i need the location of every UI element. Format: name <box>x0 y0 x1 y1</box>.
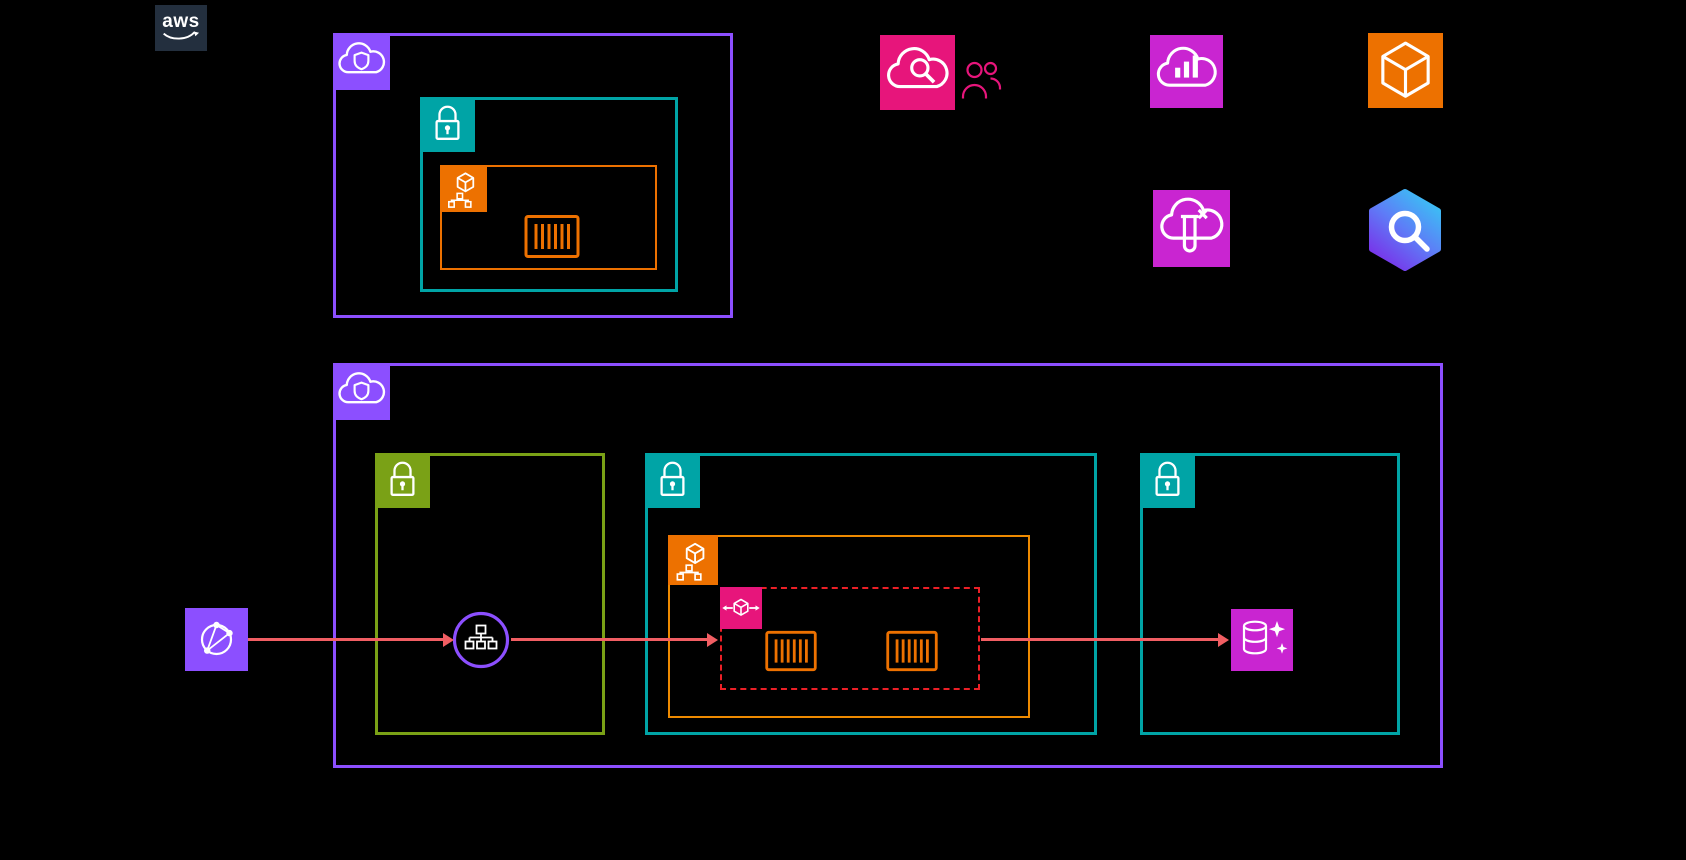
private-subnet-group-right <box>1140 453 1400 735</box>
ecs-service-group-top <box>440 165 657 270</box>
auto-scaling-icon <box>720 587 762 629</box>
arrow-service-to-database-head <box>1218 632 1229 647</box>
container-icon-2 <box>884 630 940 672</box>
aws-logo: aws <box>155 5 207 51</box>
cloud-chart-icon <box>1150 35 1223 108</box>
private-subnet-group-middle <box>645 453 1097 735</box>
ecs-service-icon-bottom <box>668 535 718 585</box>
vpc-icon-top <box>333 33 390 90</box>
cloud-search-icon <box>880 35 955 110</box>
q-badge-icon <box>1363 188 1447 272</box>
vpc-group-main <box>333 363 1443 768</box>
aws-logo-text: aws <box>162 11 200 32</box>
arrow-alb-to-service-head <box>707 632 718 647</box>
fault-injection-icon <box>1153 190 1230 267</box>
public-subnet-group <box>375 453 605 735</box>
private-subnet-lock-icon-top <box>420 97 475 152</box>
container-icon-top <box>524 214 580 259</box>
aws-smile-icon <box>163 31 200 40</box>
ecs-service-group-bottom <box>668 535 1030 718</box>
database-sparkle-icon <box>1231 609 1293 671</box>
arrow-internet-to-alb <box>248 638 443 641</box>
ecs-service-icon-top <box>440 165 487 212</box>
arrow-internet-to-alb-head <box>443 632 454 647</box>
users-icon <box>960 57 1005 107</box>
arrow-service-to-database <box>981 638 1218 641</box>
vpc-group-top <box>333 33 733 318</box>
public-subnet-lock-icon <box>375 453 430 508</box>
load-balancer-icon <box>452 611 510 669</box>
private-subnet-lock-icon-right <box>1140 453 1195 508</box>
private-subnet-group-top <box>420 97 678 292</box>
private-subnet-lock-icon-middle <box>645 453 700 508</box>
container-registry-icon <box>1368 33 1443 108</box>
container-icon-1 <box>763 630 819 672</box>
arrow-alb-to-service <box>511 638 707 641</box>
dashed-task-group <box>720 587 980 690</box>
internet-gateway-icon <box>185 608 248 671</box>
vpc-icon-main <box>333 363 390 420</box>
